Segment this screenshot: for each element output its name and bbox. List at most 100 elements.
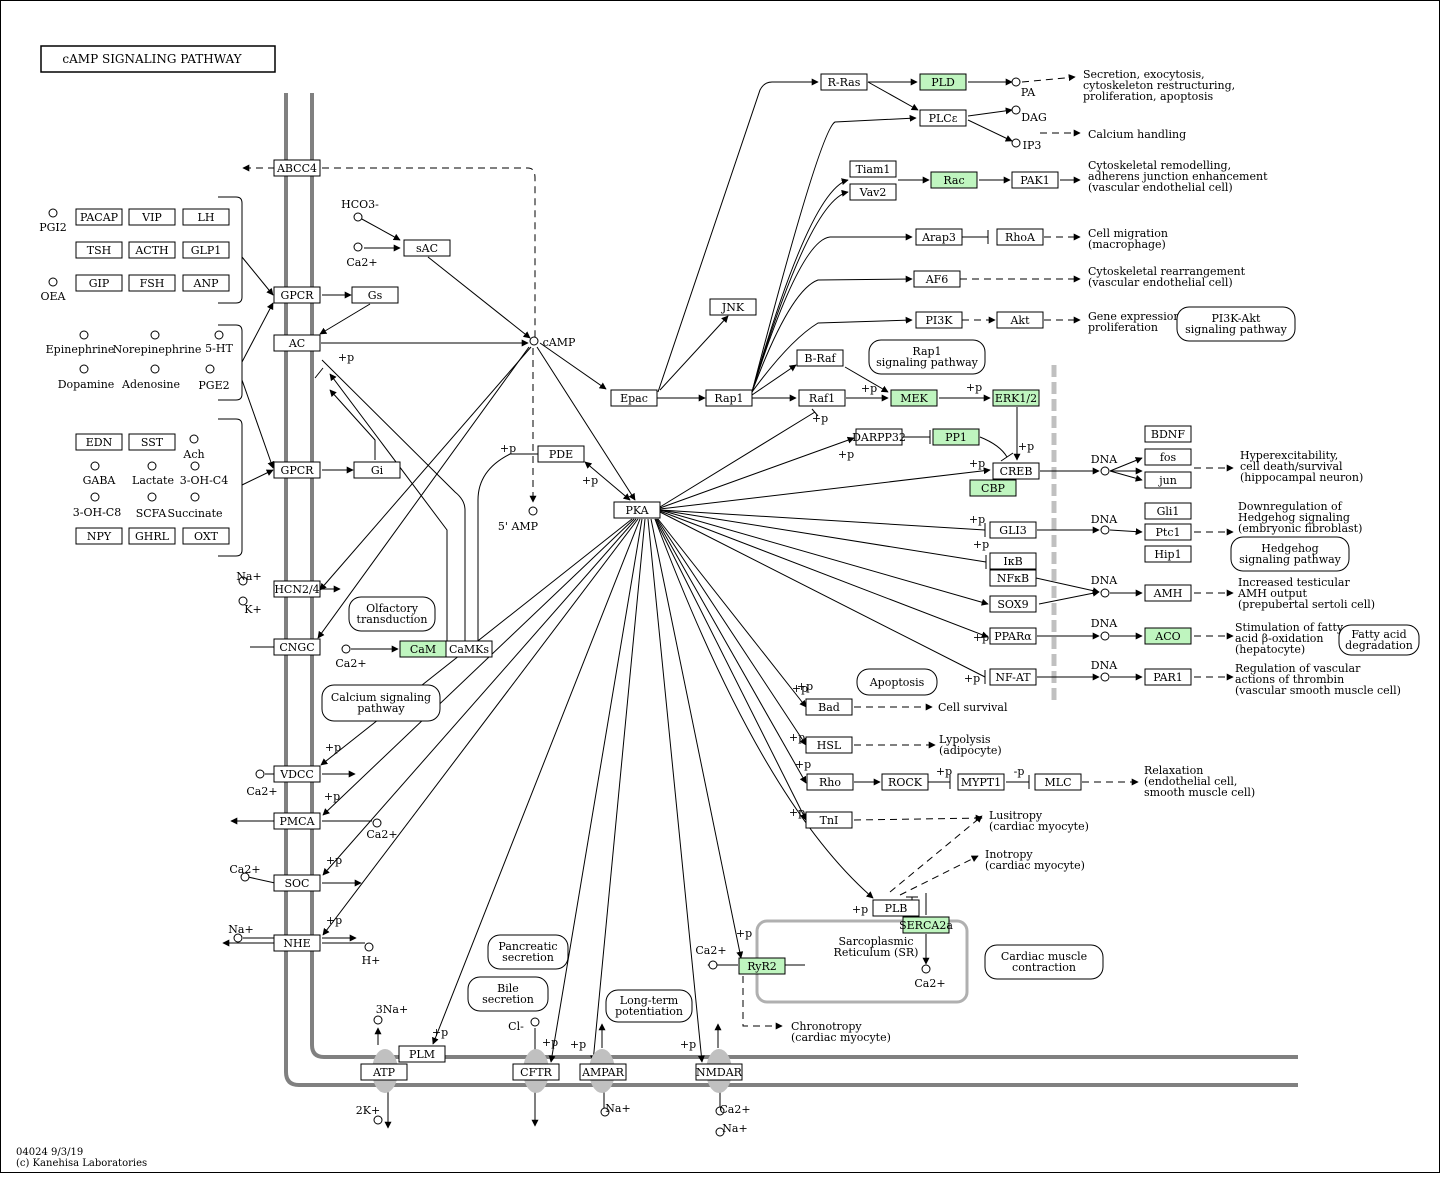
node-ikb[interactable]: IκB: [989, 552, 1037, 570]
node-plce[interactable]: PLCε: [919, 109, 967, 127]
compound-circle[interactable]: [150, 330, 160, 340]
node-gpcr1[interactable]: GPCR: [273, 286, 321, 304]
node-abcc4[interactable]: ABCC4: [273, 159, 321, 177]
node-serca2a[interactable]: SERCA2a: [899, 916, 953, 934]
node-arap3[interactable]: Arap3: [915, 228, 963, 246]
node-soc[interactable]: SOC: [273, 874, 321, 892]
node-vdcc[interactable]: VDCC: [273, 765, 321, 783]
node-plm[interactable]: PLM: [398, 1045, 446, 1063]
node-braf[interactable]: B-Raf: [796, 349, 844, 367]
node-jnk[interactable]: JNK: [709, 298, 757, 316]
node-vip[interactable]: VIP: [128, 208, 176, 226]
node-tni[interactable]: TnI: [805, 811, 853, 829]
node-oxt[interactable]: OXT: [182, 527, 230, 545]
node-ptc1[interactable]: Ptc1: [1144, 523, 1192, 541]
compound-circle[interactable]: [715, 1127, 725, 1137]
compound-circle[interactable]: [1100, 672, 1110, 682]
node-gpcr2[interactable]: GPCR: [273, 461, 321, 479]
compound-circle[interactable]: [1100, 525, 1110, 535]
node-nfat[interactable]: NF-AT: [989, 668, 1037, 686]
compound-circle[interactable]: [529, 336, 539, 346]
compound-circle[interactable]: [255, 769, 265, 779]
node-glp1[interactable]: GLP1: [182, 241, 230, 259]
node-af6[interactable]: AF6: [913, 270, 961, 288]
compound-circle[interactable]: [190, 461, 200, 471]
node-gs[interactable]: Gs: [351, 286, 399, 304]
node-mek[interactable]: MEK: [890, 389, 938, 407]
node-jun[interactable]: jun: [1144, 471, 1192, 489]
node-aco[interactable]: ACO: [1144, 627, 1192, 645]
compound-circle[interactable]: [150, 364, 160, 374]
node-fos[interactable]: fos: [1144, 448, 1192, 466]
node-pi3k[interactable]: PI3K: [915, 311, 963, 329]
compound-circle[interactable]: [1100, 588, 1110, 598]
node-sox9[interactable]: SOX9: [989, 595, 1037, 613]
compound-circle[interactable]: [48, 277, 58, 287]
node-creb[interactable]: CREB: [992, 462, 1040, 480]
node-lh[interactable]: LH: [182, 208, 230, 226]
compound-circle[interactable]: [715, 1106, 725, 1116]
node-atp[interactable]: ATP: [360, 1063, 408, 1081]
node-gi[interactable]: Gi: [353, 461, 401, 479]
node-ghrl[interactable]: GHRL: [128, 527, 176, 545]
compound-circle[interactable]: [528, 506, 538, 516]
compound-circle[interactable]: [240, 872, 250, 882]
compound-circle[interactable]: [530, 1017, 540, 1027]
compound-circle[interactable]: [214, 330, 224, 340]
compound-circle[interactable]: [79, 364, 89, 374]
node-cftr[interactable]: CFTR: [512, 1063, 560, 1081]
node-sac[interactable]: sAC: [403, 239, 451, 257]
compound-circle[interactable]: [190, 492, 200, 502]
node-epac[interactable]: Epac: [610, 389, 658, 407]
node-tiam1[interactable]: Tiam1: [849, 160, 897, 178]
node-nhe[interactable]: NHE: [273, 934, 321, 952]
node-rock[interactable]: ROCK: [881, 773, 929, 791]
compound-circle[interactable]: [921, 964, 931, 974]
node-ampar[interactable]: AMPAR: [579, 1063, 627, 1081]
node-cam[interactable]: CaM: [399, 640, 447, 658]
node-rac[interactable]: Rac: [930, 171, 978, 189]
node-par1[interactable]: PAR1: [1144, 668, 1192, 686]
compound-circle[interactable]: [238, 576, 248, 586]
node-nfkb[interactable]: NFκB: [989, 569, 1037, 587]
compound-circle[interactable]: [1011, 138, 1021, 148]
node-mypt1[interactable]: MYPT1: [957, 773, 1005, 791]
compound-circle[interactable]: [238, 596, 248, 606]
node-pak1[interactable]: PAK1: [1011, 171, 1059, 189]
node-pp1[interactable]: PP1: [932, 428, 980, 446]
pathway-link-apoptosis[interactable]: Apoptosis: [856, 668, 938, 696]
node-cngc[interactable]: CNGC: [273, 638, 321, 656]
node-pmca[interactable]: PMCA: [273, 812, 321, 830]
node-npy[interactable]: NPY: [75, 527, 123, 545]
node-akt[interactable]: Akt: [996, 311, 1044, 329]
compound-circle[interactable]: [372, 818, 382, 828]
node-amh[interactable]: AMH: [1144, 584, 1192, 602]
node-hip1[interactable]: Hip1: [1144, 545, 1192, 563]
node-tsh[interactable]: TSH: [75, 241, 123, 259]
node-gli3[interactable]: GLI3: [989, 521, 1037, 539]
compound-circle[interactable]: [90, 492, 100, 502]
compound-circle[interactable]: [353, 242, 363, 252]
compound-circle[interactable]: [1100, 631, 1110, 641]
compound-circle[interactable]: [48, 208, 58, 218]
node-plb[interactable]: PLB: [872, 899, 920, 917]
compound-circle[interactable]: [708, 960, 718, 970]
compound-circle[interactable]: [353, 212, 363, 222]
compound-circle[interactable]: [79, 330, 89, 340]
node-rap1[interactable]: Rap1: [705, 389, 753, 407]
node-hsl[interactable]: HSL: [805, 736, 853, 754]
node-bdnf[interactable]: BDNF: [1144, 425, 1192, 443]
node-sst[interactable]: SST: [128, 433, 176, 451]
compound-circle[interactable]: [189, 434, 199, 444]
node-darpp32[interactable]: DARPP32: [852, 428, 906, 446]
node-fsh[interactable]: FSH: [128, 274, 176, 292]
node-pacap[interactable]: PACAP: [75, 208, 123, 226]
compound-circle[interactable]: [341, 644, 351, 654]
